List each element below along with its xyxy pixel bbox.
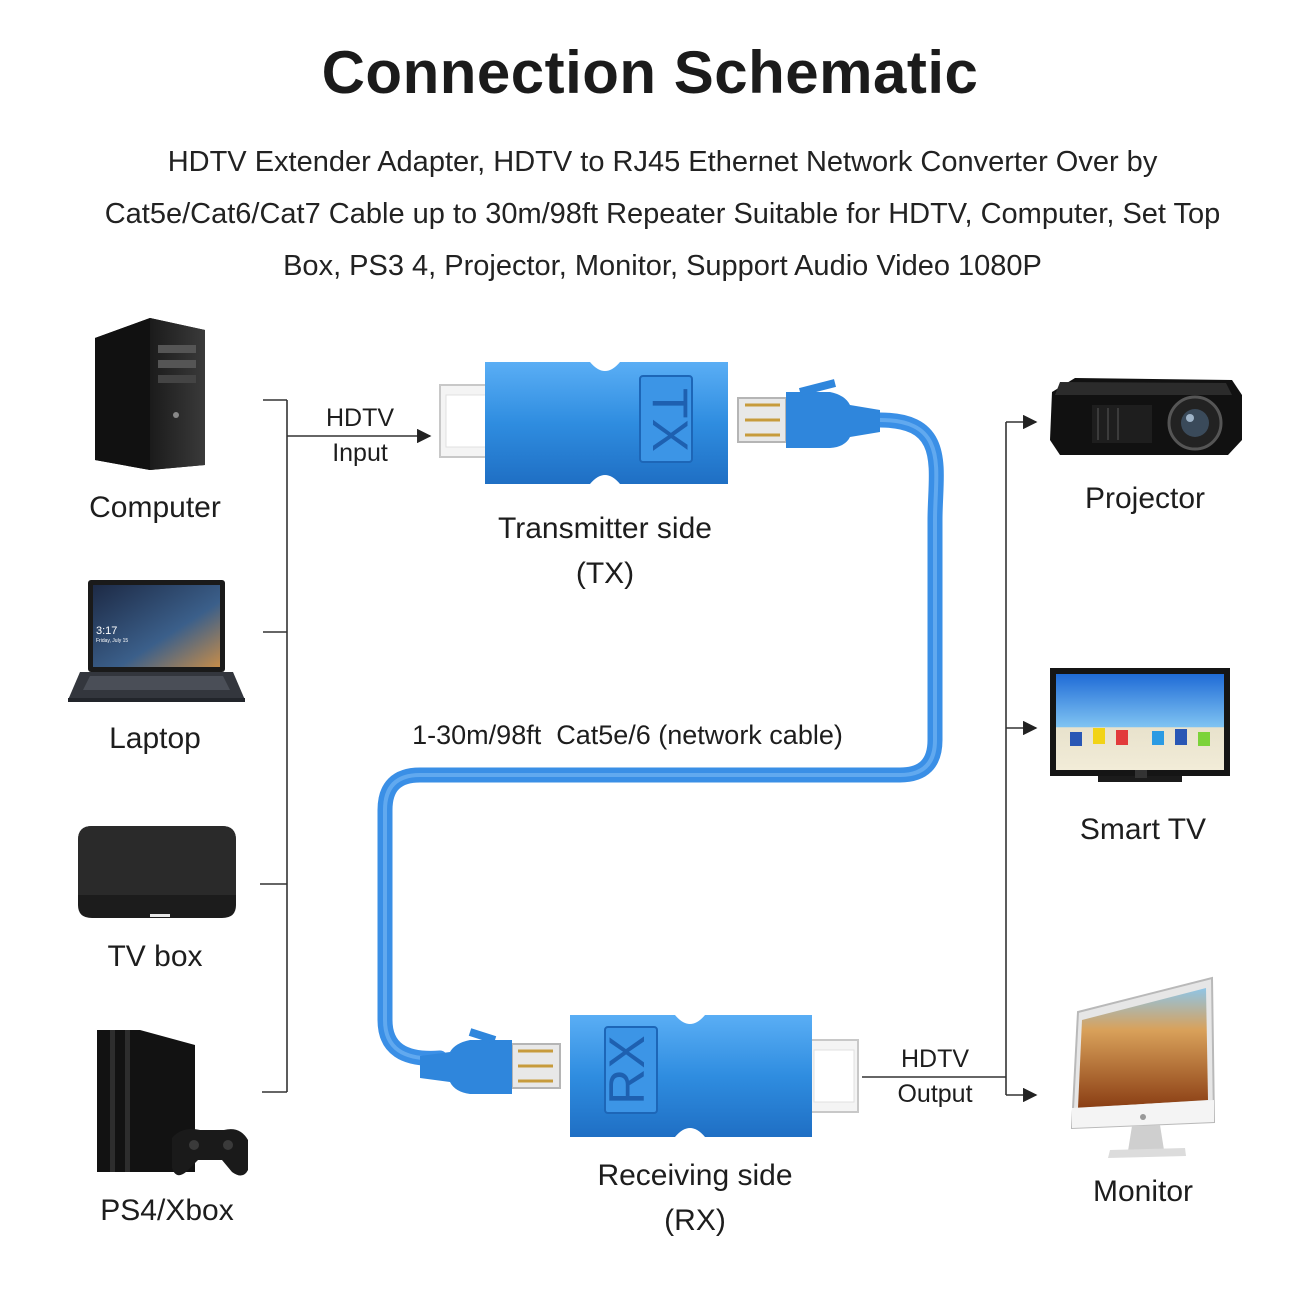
receiver-caption: Receiving side (RX)	[545, 1153, 845, 1243]
source-label-laptop: Laptop	[109, 722, 201, 755]
source-label-computer: Computer	[89, 491, 221, 524]
cable-label: 1-30m/98ft Cat5e/6 (network cable)	[412, 720, 843, 750]
source-bracket	[260, 399, 432, 1093]
transmitter-caption: Transmitter side (TX)	[455, 506, 755, 596]
source-label-tv-box: TV box	[107, 940, 203, 973]
source-label-ps4-xbox: PS4/Xbox	[100, 1194, 234, 1227]
computer-tower-icon	[95, 318, 205, 470]
transmitter-adapter	[439, 362, 880, 484]
transmitter-caption-line1: Transmitter side	[498, 512, 712, 545]
game-console-icon	[97, 1030, 248, 1176]
output-label-monitor: Monitor	[1092, 1175, 1194, 1208]
page-subtitle: HDTV Extender Adapter, HDTV to RJ45 Ethe…	[104, 146, 1221, 282]
hdtv-input-line2: Input	[332, 439, 388, 467]
tx-badge: TX	[642, 388, 698, 452]
output-bracket	[862, 414, 1038, 1103]
transmitter-caption-line2: (TX)	[575, 557, 635, 590]
hdtv-output-line2: Output	[897, 1080, 973, 1108]
laptop-icon: 3:17 Friday, July 15	[68, 580, 245, 702]
output-label-smart-tv: Smart TV	[1079, 813, 1207, 846]
hdtv-input-line1: HDTV	[325, 404, 395, 432]
laptop-time: 3:17	[96, 625, 117, 637]
hdtv-output-label: HDTV Output	[875, 1042, 995, 1112]
laptop-date: Friday, July 15	[96, 638, 128, 644]
page-title: Connection Schematic	[321, 39, 979, 106]
hdtv-output-line1: HDTV	[900, 1045, 970, 1073]
receiver-caption-line1: Receiving side	[597, 1159, 793, 1192]
projector-icon	[1050, 378, 1242, 455]
output-label-projector: Projector	[1084, 482, 1206, 515]
monitor-icon	[1070, 976, 1216, 1158]
hdtv-input-label: HDTV Input	[300, 401, 420, 471]
rx-badge: RX	[599, 1035, 655, 1104]
receiver-adapter	[420, 1015, 859, 1137]
smart-tv-icon	[1050, 668, 1230, 782]
receiver-caption-line2: (RX)	[664, 1204, 726, 1237]
tv-box-icon	[78, 826, 236, 918]
